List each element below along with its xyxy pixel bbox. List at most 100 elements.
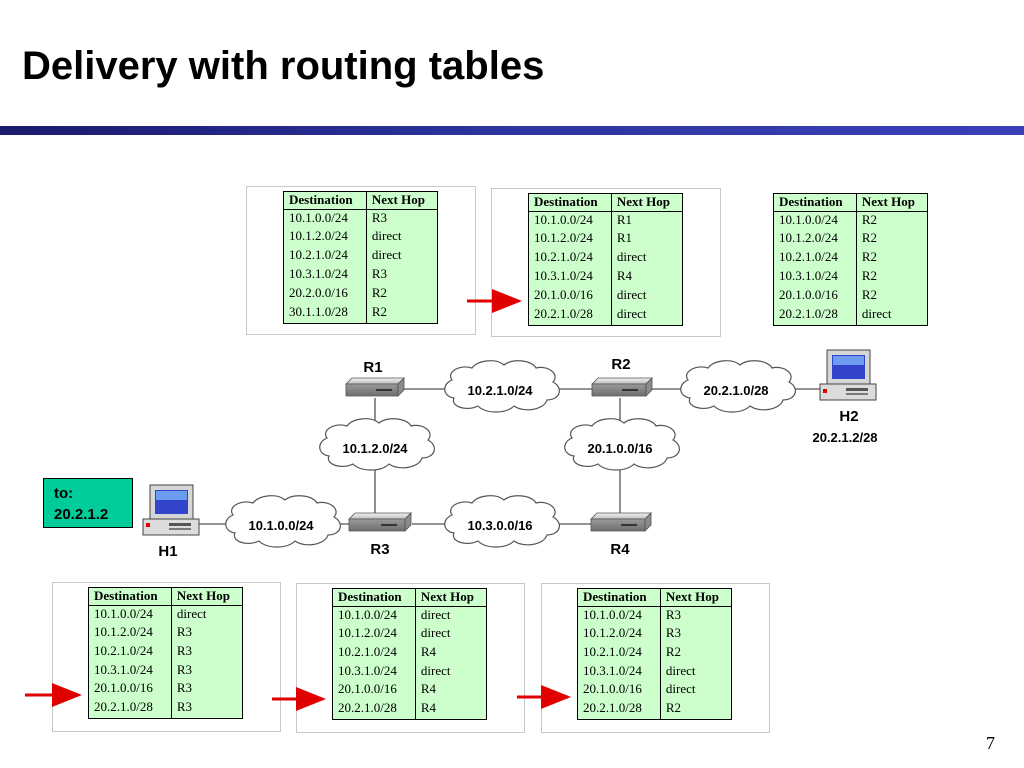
network-label-10-1-0-0: 10.1.0.0/24 bbox=[248, 518, 314, 533]
cloud-10-1-0-0 bbox=[225, 495, 341, 548]
router-r1-label: R1 bbox=[363, 359, 382, 376]
next-hop-cell: direct bbox=[659, 681, 732, 701]
router-r4-icon bbox=[590, 512, 652, 532]
table-row: 20.2.1.0/28 R4 bbox=[333, 700, 487, 720]
destination-cell: 10.1.2.0/24 bbox=[583, 625, 642, 641]
column-header-next-hop: Next Hop bbox=[659, 588, 732, 607]
table-row: 10.1.0.0/24 R2 bbox=[774, 211, 928, 231]
host-h1-label: H1 bbox=[158, 543, 177, 560]
slide-title: Delivery with routing tables bbox=[22, 44, 545, 88]
table-row: 10.2.1.0/24 R2 bbox=[578, 644, 732, 663]
table-row: 20.2.1.0/28 direct bbox=[774, 306, 928, 326]
next-hop-cell: R2 bbox=[659, 644, 732, 663]
router-r3-label: R3 bbox=[370, 541, 389, 558]
title-bar bbox=[0, 126, 1024, 135]
destination-cell: 10.2.1.0/24 bbox=[583, 644, 642, 659]
destination-cell: 10.1.2.0/24 bbox=[779, 230, 838, 246]
host-h2-address: 20.2.1.2/28 bbox=[812, 430, 877, 445]
destination-cell: 10.1.0.0/24 bbox=[779, 211, 838, 227]
cloud-20-1-0-0 bbox=[564, 418, 680, 471]
host-h2-computer-icon bbox=[819, 349, 877, 401]
next-hop-cell: R2 bbox=[855, 230, 928, 250]
destination-cell: 10.3.1.0/24 bbox=[779, 268, 838, 284]
next-hop-cell: R2 bbox=[365, 285, 438, 305]
next-hop-cell: direct bbox=[659, 662, 732, 682]
cloud-10-1-2-0 bbox=[319, 418, 435, 471]
column-header-destination: Destination bbox=[88, 587, 172, 606]
next-hop-cell: direct bbox=[170, 605, 243, 625]
destination-cell: 20.1.0.0/16 bbox=[94, 680, 153, 696]
next-hop-cell: R3 bbox=[170, 624, 243, 643]
router-r4-label: R4 bbox=[610, 541, 630, 558]
destination-cell: 20.2.1.0/28 bbox=[779, 306, 838, 322]
table-row: 10.2.1.0/24 R2 bbox=[774, 249, 928, 269]
table-row: 20.2.0.0/16 R2 bbox=[284, 285, 438, 305]
table-row: 20.1.0.0/16 R4 bbox=[333, 681, 487, 701]
host-h2-label: H2 bbox=[839, 408, 858, 425]
next-hop-cell: R2 bbox=[855, 211, 928, 231]
destination-cell: 20.2.1.0/28 bbox=[338, 700, 397, 716]
destination-cell: 10.1.2.0/24 bbox=[289, 228, 348, 244]
next-hop-cell: R2 bbox=[855, 268, 928, 288]
destination-cell: 10.1.2.0/24 bbox=[338, 625, 397, 641]
destination-cell: 10.1.0.0/24 bbox=[338, 606, 397, 622]
network-label-20-1-0-0: 20.1.0.0/16 bbox=[587, 441, 652, 456]
next-hop-cell: R2 bbox=[659, 700, 732, 720]
destination-cell: 20.1.0.0/16 bbox=[338, 681, 397, 697]
host-h1-computer-icon bbox=[142, 484, 200, 536]
destination-cell: 20.1.0.0/16 bbox=[583, 681, 642, 697]
destination-cell: 20.2.1.0/28 bbox=[534, 306, 593, 322]
destination-cell: 10.2.1.0/24 bbox=[338, 644, 397, 659]
column-header-next-hop: Next Hop bbox=[855, 193, 928, 212]
table-row: 10.1.2.0/24 R2 bbox=[774, 230, 928, 250]
next-hop-cell: direct bbox=[365, 228, 438, 248]
network-label-10-3-0-0: 10.3.0.0/16 bbox=[467, 518, 532, 533]
next-hop-cell: R4 bbox=[414, 700, 487, 720]
next-hop-cell: direct bbox=[610, 249, 683, 269]
next-hop-cell: R2 bbox=[855, 249, 928, 269]
table-row: 10.1.2.0/24 direct bbox=[284, 228, 438, 248]
cloud-10-3-0-0 bbox=[444, 495, 560, 548]
next-hop-cell: R2 bbox=[855, 287, 928, 307]
next-hop-cell: direct bbox=[365, 247, 438, 267]
next-hop-cell: R1 bbox=[610, 230, 683, 250]
destination-cell: 10.1.0.0/24 bbox=[534, 211, 593, 227]
destination-cell: 10.2.1.0/24 bbox=[779, 249, 838, 265]
callout-label: to: bbox=[54, 485, 74, 502]
column-header-next-hop: Next Hop bbox=[170, 587, 243, 606]
next-hop-cell: R4 bbox=[414, 681, 487, 701]
destination-cell: 10.1.0.0/24 bbox=[289, 209, 348, 225]
next-hop-cell: direct bbox=[610, 287, 683, 307]
destination-cell: 20.1.0.0/16 bbox=[779, 287, 838, 303]
next-hop-cell: direct bbox=[855, 306, 928, 326]
next-hop-cell: R3 bbox=[170, 661, 243, 681]
table-row: 10.3.1.0/24 R2 bbox=[774, 268, 928, 288]
destination-cell: 20.2.0.0/16 bbox=[289, 285, 348, 301]
router-r1-icon bbox=[345, 377, 405, 397]
next-hop-cell: direct bbox=[610, 306, 683, 326]
next-hop-cell: R1 bbox=[610, 211, 683, 231]
network-label-10-1-2-0: 10.1.2.0/24 bbox=[342, 441, 408, 456]
next-hop-cell: R3 bbox=[365, 266, 438, 286]
